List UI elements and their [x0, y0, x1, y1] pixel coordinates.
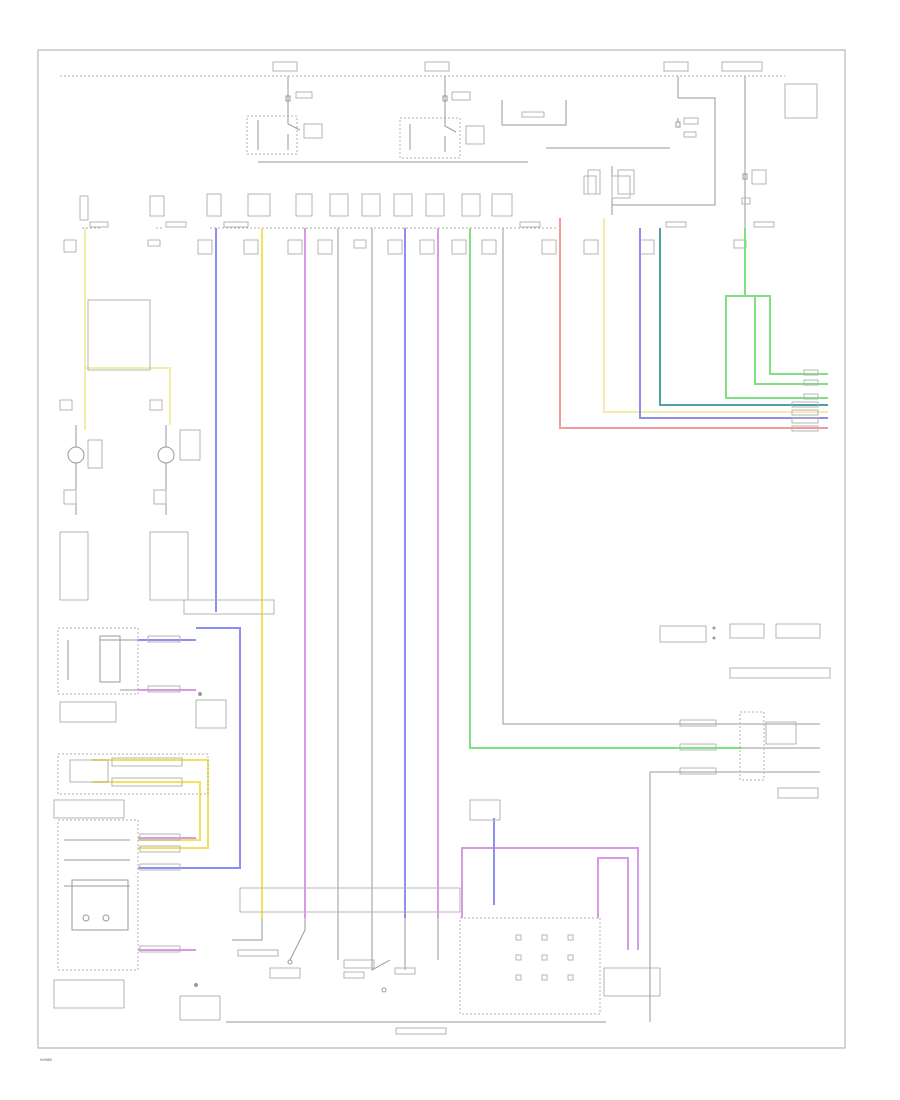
right-harness-tags	[791, 369, 819, 432]
connector-row	[63, 175, 775, 255]
connector-labels	[206, 175, 775, 228]
headlamp-switch	[226, 799, 661, 1035]
power-distribution	[60, 61, 818, 228]
diagram-code: W9689	[40, 1058, 52, 1062]
switch-contact-grid	[515, 934, 574, 981]
left-lamps	[59, 299, 201, 601]
dimmer-group	[53, 753, 221, 1021]
right-components	[649, 369, 831, 1022]
wire-harness	[84, 218, 828, 951]
auto-lamp-sensor	[57, 599, 275, 729]
diagram-frame	[37, 49, 846, 1049]
